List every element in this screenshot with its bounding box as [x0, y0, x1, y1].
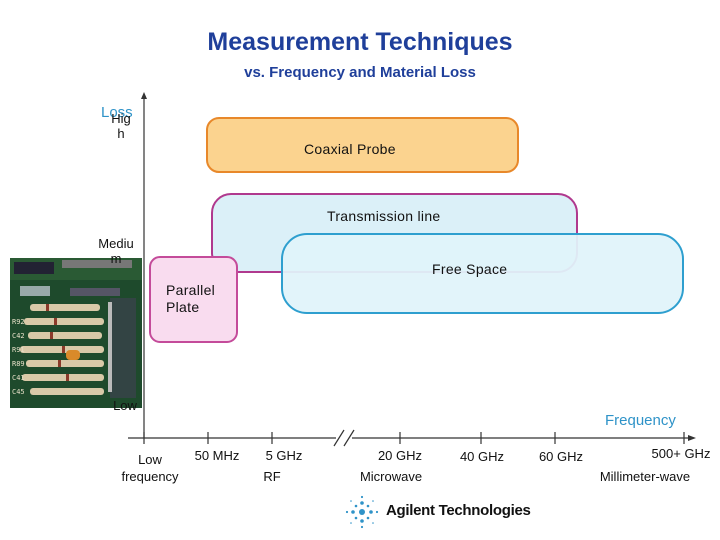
- tick-500ghz: 500+ GHz: [651, 446, 711, 461]
- band-microwave: Microwave: [359, 469, 423, 484]
- tick-20ghz: 20 GHz: [377, 448, 423, 463]
- agilent-logo-text: Agilent Technologies: [386, 502, 531, 519]
- band-millimeter-wave: Millimeter-wave: [599, 469, 691, 484]
- tick-5ghz: 5 GHz: [265, 448, 303, 463]
- loss-high-label: Hig h: [111, 111, 131, 141]
- coaxial-probe-band: [206, 117, 519, 173]
- x-axis-arrow: [688, 435, 696, 441]
- svg-text:C41: C41: [12, 374, 25, 382]
- tick-40ghz: 40 GHz: [459, 449, 505, 464]
- y-axis-arrow: [141, 92, 147, 99]
- free-space-label: Free Space: [432, 261, 508, 277]
- band-rf: RF: [263, 469, 281, 484]
- tick-60ghz: 60 GHz: [538, 449, 584, 464]
- axis-break-mark: [343, 429, 355, 447]
- coaxial-probe-label: Coaxial Probe: [304, 141, 396, 157]
- page-subtitle: vs. Frequency and Material Loss: [244, 64, 476, 81]
- tick-low-frequency: Low frequency: [121, 452, 179, 484]
- svg-text:C45: C45: [12, 388, 25, 396]
- svg-text:R91: R91: [12, 346, 25, 354]
- transmission-line-label: Transmission line: [327, 208, 441, 224]
- svg-text:R92: R92: [12, 318, 25, 326]
- tick-50mhz: 50 MHz: [194, 448, 240, 463]
- parallel-plate-label: Parallel Plate: [166, 282, 216, 315]
- parallel-plate-band: [149, 256, 238, 343]
- loss-medium-label: Mediu m: [98, 236, 134, 266]
- x-axis-title: Frequency: [605, 412, 676, 429]
- loss-low-label: Low: [113, 398, 137, 413]
- free-space-band: [281, 233, 684, 314]
- axis-break-mark: [333, 429, 345, 447]
- agilent-logo: [344, 494, 380, 530]
- svg-text:R89: R89: [12, 360, 25, 368]
- y-axis-title: Loss: [101, 104, 133, 121]
- svg-text:C42: C42: [12, 332, 25, 340]
- page-title: Measurement Techniques: [207, 28, 513, 56]
- spark-icon: [345, 495, 379, 529]
